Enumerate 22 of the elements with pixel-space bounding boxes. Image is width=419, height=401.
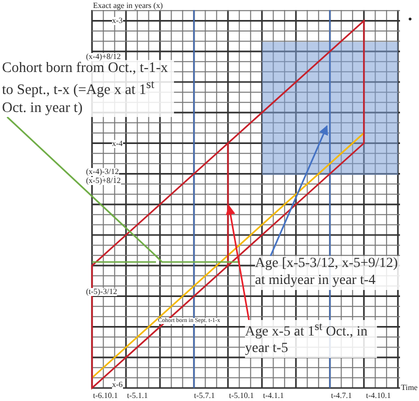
arrow (270, 125, 328, 256)
axis-title: Time (401, 384, 418, 392)
axis-tick-label: t-4.1.1 (263, 392, 284, 400)
axis-tick-label: (t-5)-3/12 (86, 288, 118, 296)
axis-tick-label: t-4.10.1 (366, 392, 391, 400)
axis-title: Exact age in years (x) (93, 2, 163, 10)
callout-text: Age x-5 at 1$^{st}$ Oct., in year t-5 (245, 320, 377, 358)
bullet: • (408, 13, 412, 25)
axis-tick-label: x-4 (112, 140, 123, 148)
axis-tick-label: x-3 (112, 17, 123, 25)
axis-tick-label: (x-4)-3/12 (86, 168, 119, 176)
axis-tick-label: t-5.1.1 (127, 392, 148, 400)
axis-tick-label: t-6.10.1 (93, 392, 118, 400)
axis-tick-label: (x-5)+8/12 (86, 177, 121, 185)
callout-text: Cohort born from Oct., t-1-x to Sept., t-x (=Age x at 1$^{st}$ Oct. in year t) (2, 60, 174, 117)
arrow (226, 205, 250, 320)
leader-line (6, 116, 241, 263)
axis-tick-label: t-5.10.1 (229, 392, 254, 400)
axis-tick-label: x-6 (112, 381, 123, 389)
axis-tick-label: t-4.7.1 (331, 392, 352, 400)
axis-tick-label: (x-4)+8/12 (86, 53, 121, 61)
axis-tick-label: t-5.7.1 (194, 392, 215, 400)
